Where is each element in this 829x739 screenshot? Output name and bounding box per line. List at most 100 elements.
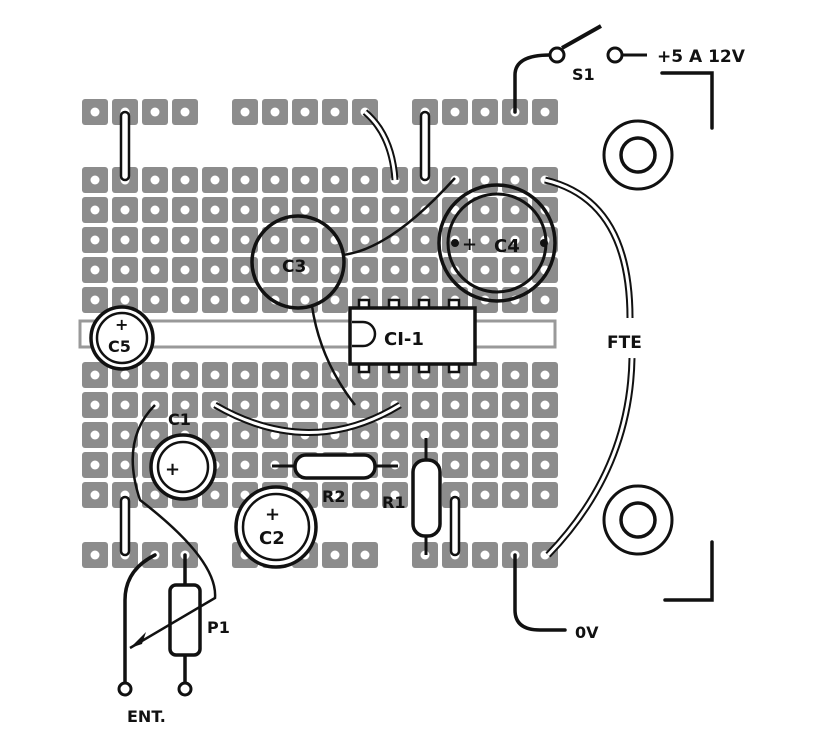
pad-hole (210, 265, 220, 275)
pad-hole (270, 205, 280, 215)
pad-hole (180, 205, 190, 215)
pad-hole (330, 550, 340, 560)
r1-label: R1 (382, 493, 405, 512)
pad-hole (270, 370, 280, 380)
pad-hole (180, 107, 190, 117)
pad-hole (270, 235, 280, 245)
pad-hole (300, 400, 310, 410)
power-terminals: FTE 0V (513, 71, 714, 642)
pad-hole (420, 265, 430, 275)
pad-hole (480, 430, 490, 440)
pad-hole (270, 175, 280, 185)
pad-hole (420, 400, 430, 410)
pad-hole (90, 490, 100, 500)
pad-hole (210, 175, 220, 185)
pad-hole (180, 400, 190, 410)
pad-hole (240, 295, 250, 305)
pad-hole (90, 460, 100, 470)
supply-label: +5 A 12V (657, 47, 746, 67)
pad-hole (240, 370, 250, 380)
pad-hole (540, 400, 550, 410)
pad-hole (450, 400, 460, 410)
pad-hole (360, 205, 370, 215)
pad-hole (330, 175, 340, 185)
pad-hole (90, 430, 100, 440)
pad-hole (150, 205, 160, 215)
pad-hole (390, 430, 400, 440)
pad-hole (300, 295, 310, 305)
p1-label: P1 (207, 618, 230, 637)
pad-hole (510, 175, 520, 185)
pad-hole (150, 430, 160, 440)
jumper-1 (119, 110, 131, 182)
pad-hole (180, 235, 190, 245)
pad-hole (420, 235, 430, 245)
pad-hole (180, 265, 190, 275)
pad-hole (480, 205, 490, 215)
pad-hole (420, 430, 430, 440)
pad-hole (150, 265, 160, 275)
pad-hole (360, 550, 370, 560)
s1-label: S1 (572, 65, 595, 84)
pad-hole (390, 205, 400, 215)
pad-hole (360, 490, 370, 500)
pad-hole (300, 235, 310, 245)
input-section: P1 ENT. (117, 404, 230, 726)
pad-hole (120, 430, 130, 440)
r2-label: R2 (322, 487, 345, 506)
pad-hole (510, 265, 520, 275)
capacitor-c2: + C2 (234, 485, 318, 569)
pad-hole (330, 400, 340, 410)
pad-hole (300, 205, 310, 215)
pad-hole (150, 490, 160, 500)
capacitor-c1: + C1 (149, 410, 217, 501)
c1-plus: + (165, 459, 180, 480)
pad-hole (240, 107, 250, 117)
pad-hole (480, 107, 490, 117)
pad-hole (540, 490, 550, 500)
pad-hole (240, 175, 250, 185)
resistor-r1: R1 (382, 438, 442, 555)
pad-hole (210, 205, 220, 215)
pad-hole (330, 265, 340, 275)
pad-hole (270, 107, 280, 117)
pad-hole (240, 400, 250, 410)
input-terminal-2[interactable] (177, 681, 193, 697)
pad-hole (150, 295, 160, 305)
pad-hole (120, 370, 130, 380)
pad-hole (510, 205, 520, 215)
pad-hole (540, 460, 550, 470)
pad-hole (90, 235, 100, 245)
pad-hole (270, 265, 280, 275)
pad-hole (150, 107, 160, 117)
pad-hole (480, 265, 490, 275)
pad-hole (270, 400, 280, 410)
pad-hole (240, 205, 250, 215)
pad-hole (450, 430, 460, 440)
fte-label: FTE (607, 333, 642, 353)
pad-hole (390, 265, 400, 275)
input-terminal-1[interactable] (117, 681, 133, 697)
ground-label: 0V (575, 623, 599, 642)
jumper-wires (119, 110, 461, 557)
capacitor-c5: + C5 (89, 305, 155, 371)
pad-hole (180, 175, 190, 185)
pad-hole (90, 295, 100, 305)
pad-hole (330, 295, 340, 305)
c5-label: C5 (108, 337, 131, 356)
pad-hole (390, 490, 400, 500)
c5-plus: + (115, 315, 128, 334)
pad-hole (90, 400, 100, 410)
pad-hole (510, 430, 520, 440)
pad-hole (480, 370, 490, 380)
pad-hole (510, 235, 520, 245)
pad-hole (480, 460, 490, 470)
pad-hole (360, 400, 370, 410)
pad-hole (180, 370, 190, 380)
pad-hole (120, 265, 130, 275)
c2-plus: + (265, 504, 280, 525)
pad-hole (240, 265, 250, 275)
pad-hole (360, 265, 370, 275)
resistor-r2: R2 (272, 453, 398, 506)
